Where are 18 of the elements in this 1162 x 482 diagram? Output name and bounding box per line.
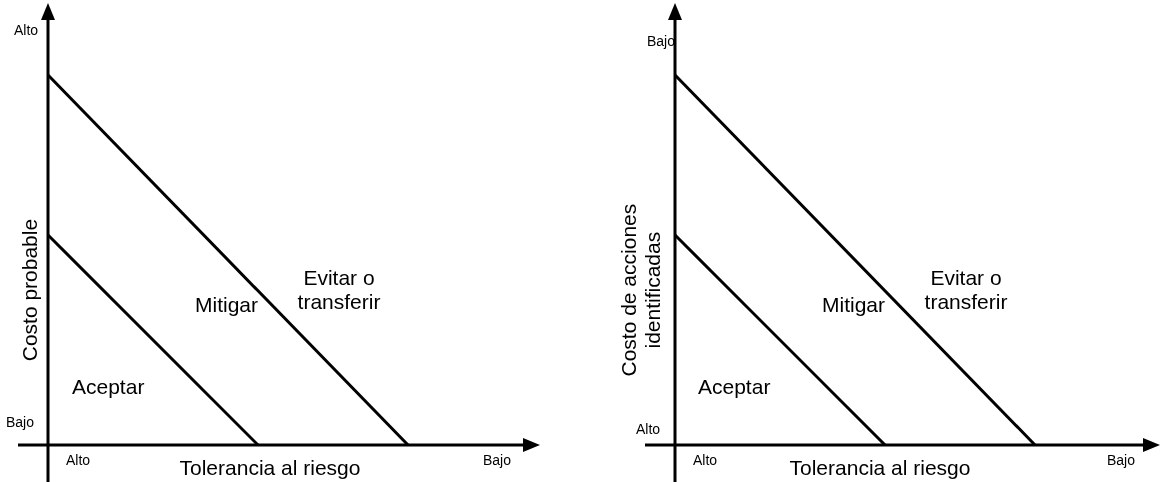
axis-level-label: Alto [693,452,718,469]
region-label: Aceptar [72,375,145,400]
region-label: Mitigar [195,293,258,318]
region-label: Evitar o transferir [923,266,1009,315]
axis-title: Tolerancia al riesgo [179,456,361,481]
axis-title: Tolerancia al riesgo [789,456,971,481]
axis-level-label: Alto [636,421,661,438]
region-label: Evitar o transferir [296,266,382,315]
region-label: Aceptar [698,375,771,400]
axis-level-label: Bajo [6,414,35,431]
axis-level-label: Alto [66,452,91,469]
axis-level-label: Alto [14,22,39,39]
axis-level-label: Bajo [647,33,676,50]
region-label: Mitigar [822,293,885,318]
axis-title: Costo probable [17,217,42,364]
axis-level-label: Bajo [1107,452,1136,469]
axis-level-label: Bajo [483,452,512,469]
axis-title: Costo de acciones identificadas [616,202,665,379]
